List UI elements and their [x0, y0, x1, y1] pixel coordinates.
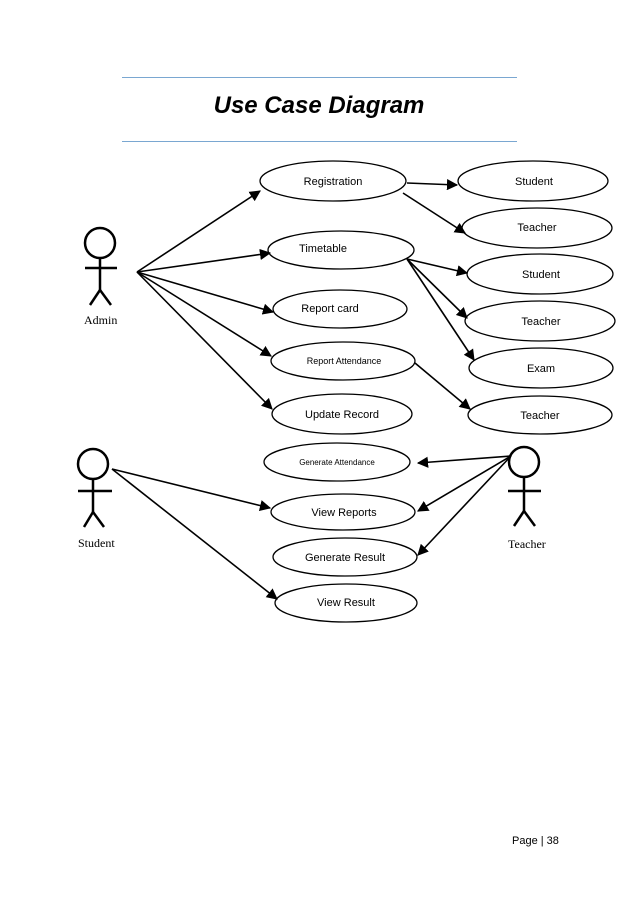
diagram-title: Use Case Diagram [213, 92, 425, 119]
top-rule [122, 77, 517, 78]
uc-report-card-label: Report card [301, 303, 358, 315]
actor-admin-label: Admin [84, 313, 117, 327]
uc-generate-result-label: Generate Result [305, 552, 385, 564]
arrow-admin-report-attendance [136, 271, 272, 357]
uc-tt-teacher-label: Teacher [521, 316, 560, 328]
actor-student-label: Student [78, 536, 115, 550]
arrow-admin-timetable [136, 248, 272, 273]
actor-admin [83, 226, 117, 306]
uc-report-attendance-ellipse [270, 341, 416, 381]
uc-tt-exam-label: Exam [527, 363, 555, 375]
arrow-teacher-generate-result [417, 455, 512, 556]
arrow-admin-registration [136, 190, 261, 273]
arrow-student-view-reports [111, 468, 272, 512]
arrow-admin-update-record [136, 271, 273, 410]
uc-timetable-label: Timetable [299, 243, 347, 255]
uc-view-result-ellipse [274, 583, 418, 623]
uc-registration-ellipse [259, 160, 407, 202]
uc-tt-teacher-ellipse [464, 300, 616, 342]
uc-reg-teacher-label: Teacher [517, 222, 556, 234]
uc-generate-attendance-label: Generate Attendance [299, 458, 375, 467]
uc-report-attendance-label: Report Attendance [307, 356, 382, 366]
arrow-teacher-view-reports [417, 455, 512, 512]
arrow-report-attendance-teacher [414, 362, 471, 410]
uc-view-reports-ellipse [270, 493, 416, 531]
actor-student [76, 447, 112, 528]
uc-reg-student-label: Student [515, 176, 553, 188]
page-number: Page | 38 [512, 835, 559, 847]
uc-view-reports-label: View Reports [311, 507, 377, 519]
arrow-student-view-result [111, 468, 278, 600]
uc-generate-result-ellipse [272, 537, 418, 577]
arrow-admin-report-card [136, 271, 275, 315]
bottom-rule [122, 141, 517, 142]
uc-ra-teacher-ellipse [467, 395, 613, 435]
arrow-timetable-teacher [406, 258, 468, 319]
arrow-timetable-student [406, 258, 469, 277]
uc-tt-student-label: Student [522, 269, 560, 281]
uc-registration-label: Registration [304, 176, 363, 188]
uc-tt-exam-ellipse [468, 347, 614, 389]
uc-update-record-label: Update Record [305, 409, 379, 421]
uc-ra-teacher-label: Teacher [520, 410, 559, 422]
arrow-teacher-generate-attendance [416, 455, 512, 468]
arrow-registration-student [406, 179, 459, 191]
uc-view-result-label: View Result [317, 597, 375, 609]
arrow-timetable-exam [406, 258, 475, 361]
uc-generate-attendance-ellipse [263, 442, 411, 482]
actor-teacher [507, 445, 541, 527]
uc-update-record-ellipse [271, 393, 413, 435]
actor-teacher-label: Teacher [508, 537, 546, 551]
arrow-registration-teacher [402, 192, 466, 234]
